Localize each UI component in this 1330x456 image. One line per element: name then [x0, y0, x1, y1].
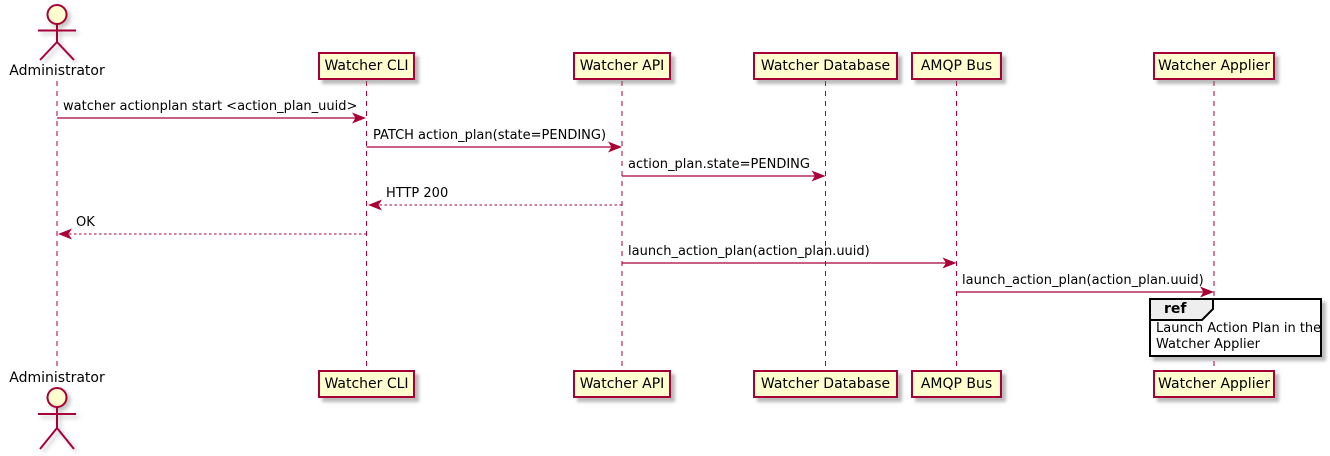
participant-watcher-api-bottom-label: Watcher API — [579, 376, 665, 392]
participant-watcher-database-top-label: Watcher Database — [760, 58, 891, 74]
ref-body-line-1: Launch Action Plan in the — [1156, 321, 1322, 336]
message-6-arrowhead-icon — [942, 257, 957, 269]
message-2-arrowhead-icon — [608, 141, 622, 153]
participant-amqp-bus-top-label: AMQP Bus — [920, 58, 993, 74]
ref-fragment: ref Launch Action Plan in the Watcher Ap… — [1149, 298, 1322, 357]
participant-watcher-database-bottom-label: Watcher Database — [760, 376, 891, 392]
participant-watcher-api-bottom: Watcher API — [573, 370, 671, 398]
ref-body: Launch Action Plan in the Watcher Applie… — [1156, 321, 1321, 353]
actor-administrator-bottom-icon — [38, 387, 76, 450]
ref-keyword: ref — [1164, 301, 1187, 317]
actor-administrator-top-icon — [38, 4, 76, 61]
message-7-arrowhead-icon — [1200, 286, 1214, 298]
message-4-arrowhead-icon — [368, 199, 382, 211]
participant-watcher-database-top: Watcher Database — [753, 52, 898, 80]
participant-amqp-bus-bottom-label: AMQP Bus — [920, 376, 993, 392]
message-1-label: watcher actionplan start <action_plan_uu… — [63, 99, 358, 114]
message-5-label: OK — [76, 215, 95, 230]
message-7-label: launch_action_plan(action_plan.uuid) — [962, 273, 1204, 288]
ref-body-line-2: Watcher Applier — [1156, 337, 1260, 352]
ref-header-pentagon-icon — [1149, 298, 1214, 321]
participant-watcher-applier-bottom: Watcher Applier — [1153, 370, 1275, 398]
message-1-arrowhead-icon — [352, 112, 366, 124]
message-5-arrowhead-icon — [58, 228, 72, 240]
participant-watcher-cli-top: Watcher CLI — [318, 52, 415, 80]
message-2-label: PATCH action_plan(state=PENDING) — [373, 128, 607, 143]
actor-administrator-bottom-label: Administrator — [9, 370, 105, 386]
participant-amqp-bus-bottom: AMQP Bus — [911, 370, 1002, 398]
participant-watcher-api-top-label: Watcher API — [579, 58, 665, 74]
actor-administrator-top-label: Administrator — [9, 63, 105, 79]
participant-watcher-applier-bottom-label: Watcher Applier — [1158, 376, 1270, 392]
participant-watcher-cli-top-label: Watcher CLI — [324, 58, 409, 74]
participant-watcher-api-top: Watcher API — [573, 52, 671, 80]
participant-watcher-database-bottom: Watcher Database — [753, 370, 898, 398]
participant-amqp-bus-top: AMQP Bus — [911, 52, 1002, 80]
participant-watcher-applier-top: Watcher Applier — [1153, 52, 1275, 80]
participant-watcher-cli-bottom: Watcher CLI — [318, 370, 415, 398]
message-6-label: launch_action_plan(action_plan.uuid) — [628, 244, 870, 259]
message-3-label: action_plan.state=PENDING — [628, 157, 810, 172]
message-3-arrowhead-icon — [811, 170, 826, 182]
message-4-label: HTTP 200 — [386, 186, 449, 201]
participant-watcher-applier-top-label: Watcher Applier — [1158, 58, 1270, 74]
participant-watcher-cli-bottom-label: Watcher CLI — [324, 376, 409, 392]
